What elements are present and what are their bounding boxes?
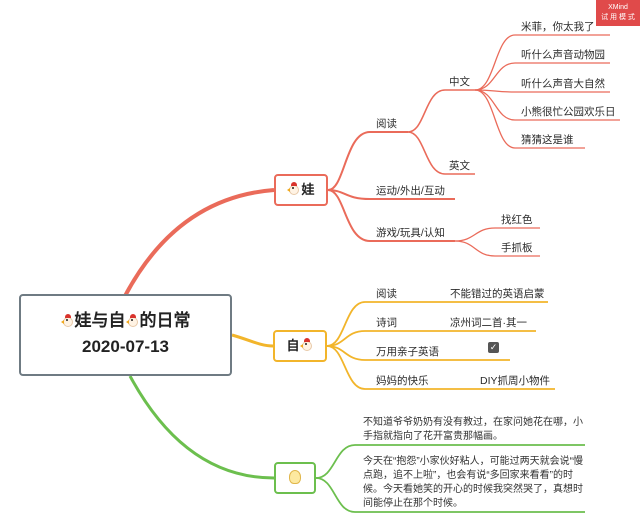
game-item[interactable]: 手抓板 xyxy=(501,242,533,254)
book-item[interactable]: 听什么声音动物园 xyxy=(521,49,605,61)
root-date: 2020-07-13 xyxy=(82,337,169,356)
badge-mode: 试 用 模 式 xyxy=(601,14,635,21)
book-item[interactable]: 米菲，你太我了 xyxy=(521,21,595,33)
connector-root-zi xyxy=(231,333,274,348)
chick-icon xyxy=(60,314,75,328)
branch-zi[interactable]: 自 xyxy=(273,330,327,362)
zi-topic[interactable]: 诗词 xyxy=(376,317,397,329)
note-text[interactable]: 不知道爷爷奶奶有没有教过，在家问她花在哪，小手指就指向了花开富贵那幅画。 xyxy=(363,417,583,442)
chick-icon xyxy=(299,338,314,352)
book-item[interactable]: 听什么声音大自然 xyxy=(521,78,605,90)
root-title-line: 娃与自的日常 xyxy=(21,308,230,334)
note-text[interactable]: 今天在“抱怨”小家伙好粘人，可能过两天就会说“慢点跑，追不上啦”，也会有说“多回… xyxy=(363,456,583,509)
branch-wa[interactable]: 娃 xyxy=(274,174,328,206)
topic-games[interactable]: 游戏/玩具/认知 xyxy=(376,227,445,239)
badge-brand: XMind xyxy=(608,4,628,11)
topic-english[interactable]: 英文 xyxy=(449,160,470,172)
branch-wa-label: 娃 xyxy=(301,182,315,197)
topic-reading[interactable]: 阅读 xyxy=(376,118,397,130)
xmind-trial-badge[interactable]: XMind 试 用 模 式 xyxy=(596,0,640,26)
root-topic[interactable]: 娃与自的日常 2020-07-13 xyxy=(19,294,232,376)
zi-topic[interactable]: 万用亲子英语 xyxy=(376,346,439,358)
connector-root-idea xyxy=(128,375,275,480)
root-title-tail: 的日常 xyxy=(139,311,191,330)
branch-zi-label: 自 xyxy=(286,338,300,353)
lightbulb-icon xyxy=(289,470,301,484)
book-item[interactable]: 小熊很忙公园欢乐日 xyxy=(521,106,616,118)
chick-icon xyxy=(287,182,301,196)
zi-topic[interactable]: 阅读 xyxy=(376,288,397,300)
task-checkbox-icon[interactable]: ✓ xyxy=(488,342,499,353)
connector-root-wa xyxy=(123,188,275,297)
chick-icon xyxy=(125,314,140,328)
topic-chinese[interactable]: 中文 xyxy=(449,76,470,88)
game-item[interactable]: 找红色 xyxy=(501,214,533,226)
topic-sports[interactable]: 运动/外出/互动 xyxy=(376,185,445,197)
book-item[interactable]: 猜猜这是谁 xyxy=(521,134,574,146)
zi-detail[interactable]: DIY抓周小物件 xyxy=(480,375,551,387)
root-title: 娃与自 xyxy=(74,311,126,330)
zi-detail[interactable]: 不能错过的英语启蒙 xyxy=(450,288,545,300)
zi-topic[interactable]: 妈妈的快乐 xyxy=(376,375,429,387)
branch-idea[interactable] xyxy=(274,462,316,494)
zi-detail[interactable]: 凉州词二首·其一 xyxy=(450,317,527,329)
